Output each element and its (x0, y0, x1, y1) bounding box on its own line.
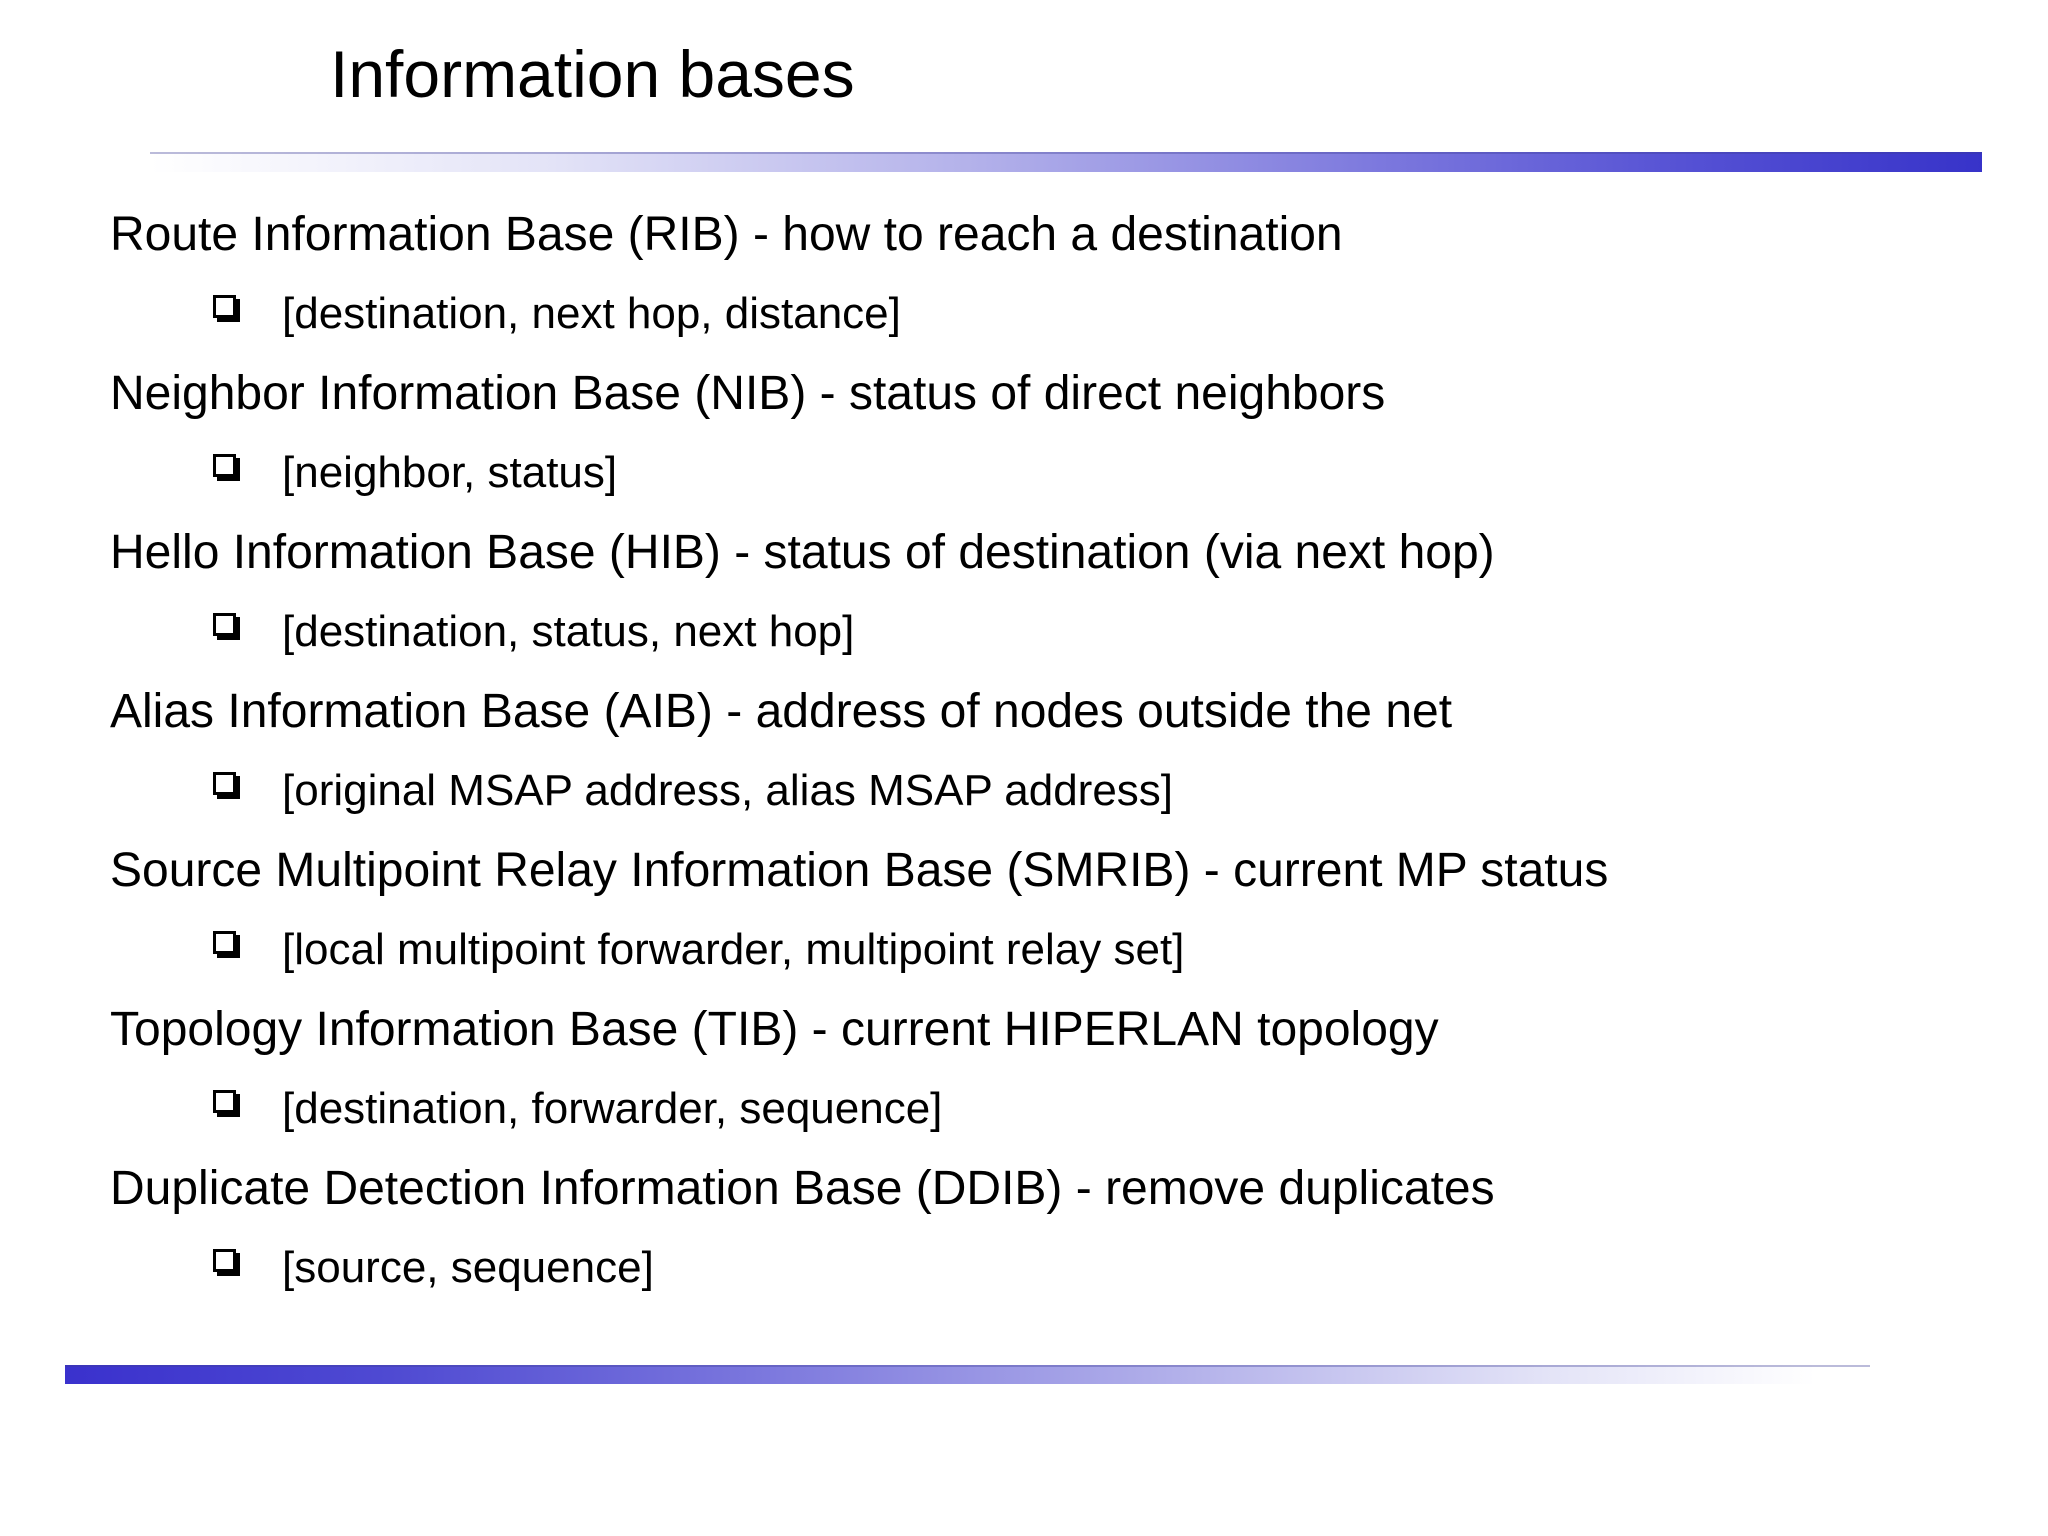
info-base-fields: [destination, status, next hop] (282, 607, 855, 657)
square-bullet-icon (213, 930, 236, 954)
square-bullet-icon (213, 1089, 236, 1113)
info-base-item: Topology Information Base (TIB) - curren… (0, 990, 2048, 1149)
square-bullet-icon (213, 294, 236, 318)
square-bullet-icon (213, 1248, 236, 1272)
info-base-item: Alias Information Base (AIB) - address o… (0, 672, 2048, 831)
top-divider-bar (150, 152, 1982, 172)
info-base-heading: Route Information Base (RIB) - how to re… (110, 208, 1343, 262)
info-base-item: Route Information Base (RIB) - how to re… (0, 195, 2048, 354)
info-base-fields: [neighbor, status] (282, 448, 618, 498)
bottom-divider-bar (65, 1365, 1870, 1384)
info-base-fields: [destination, next hop, distance] (282, 289, 901, 339)
info-base-item: Hello Information Base (HIB) - status of… (0, 513, 2048, 672)
info-base-item: Duplicate Detection Information Base (DD… (0, 1149, 2048, 1308)
info-base-item: Neighbor Information Base (NIB) - status… (0, 354, 2048, 513)
info-base-heading: Alias Information Base (AIB) - address o… (110, 685, 1453, 739)
square-bullet-icon (213, 453, 236, 477)
info-base-fields: [source, sequence] (282, 1243, 654, 1293)
info-base-list: Route Information Base (RIB) - how to re… (0, 195, 2048, 1308)
info-base-heading: Neighbor Information Base (NIB) - status… (110, 367, 1386, 421)
slide-title: Information bases (330, 37, 855, 111)
info-base-heading: Topology Information Base (TIB) - curren… (110, 1003, 1439, 1057)
info-base-fields: [local multipoint forwarder, multipoint … (282, 925, 1185, 975)
info-base-heading: Duplicate Detection Information Base (DD… (110, 1162, 1495, 1216)
info-base-heading: Source Multipoint Relay Information Base… (110, 844, 1609, 898)
info-base-heading: Hello Information Base (HIB) - status of… (110, 526, 1495, 580)
square-bullet-icon (213, 771, 236, 795)
square-bullet-icon (213, 612, 236, 636)
info-base-fields: [destination, forwarder, sequence] (282, 1084, 943, 1134)
info-base-fields: [original MSAP address, alias MSAP addre… (282, 766, 1174, 816)
info-base-item: Source Multipoint Relay Information Base… (0, 831, 2048, 990)
